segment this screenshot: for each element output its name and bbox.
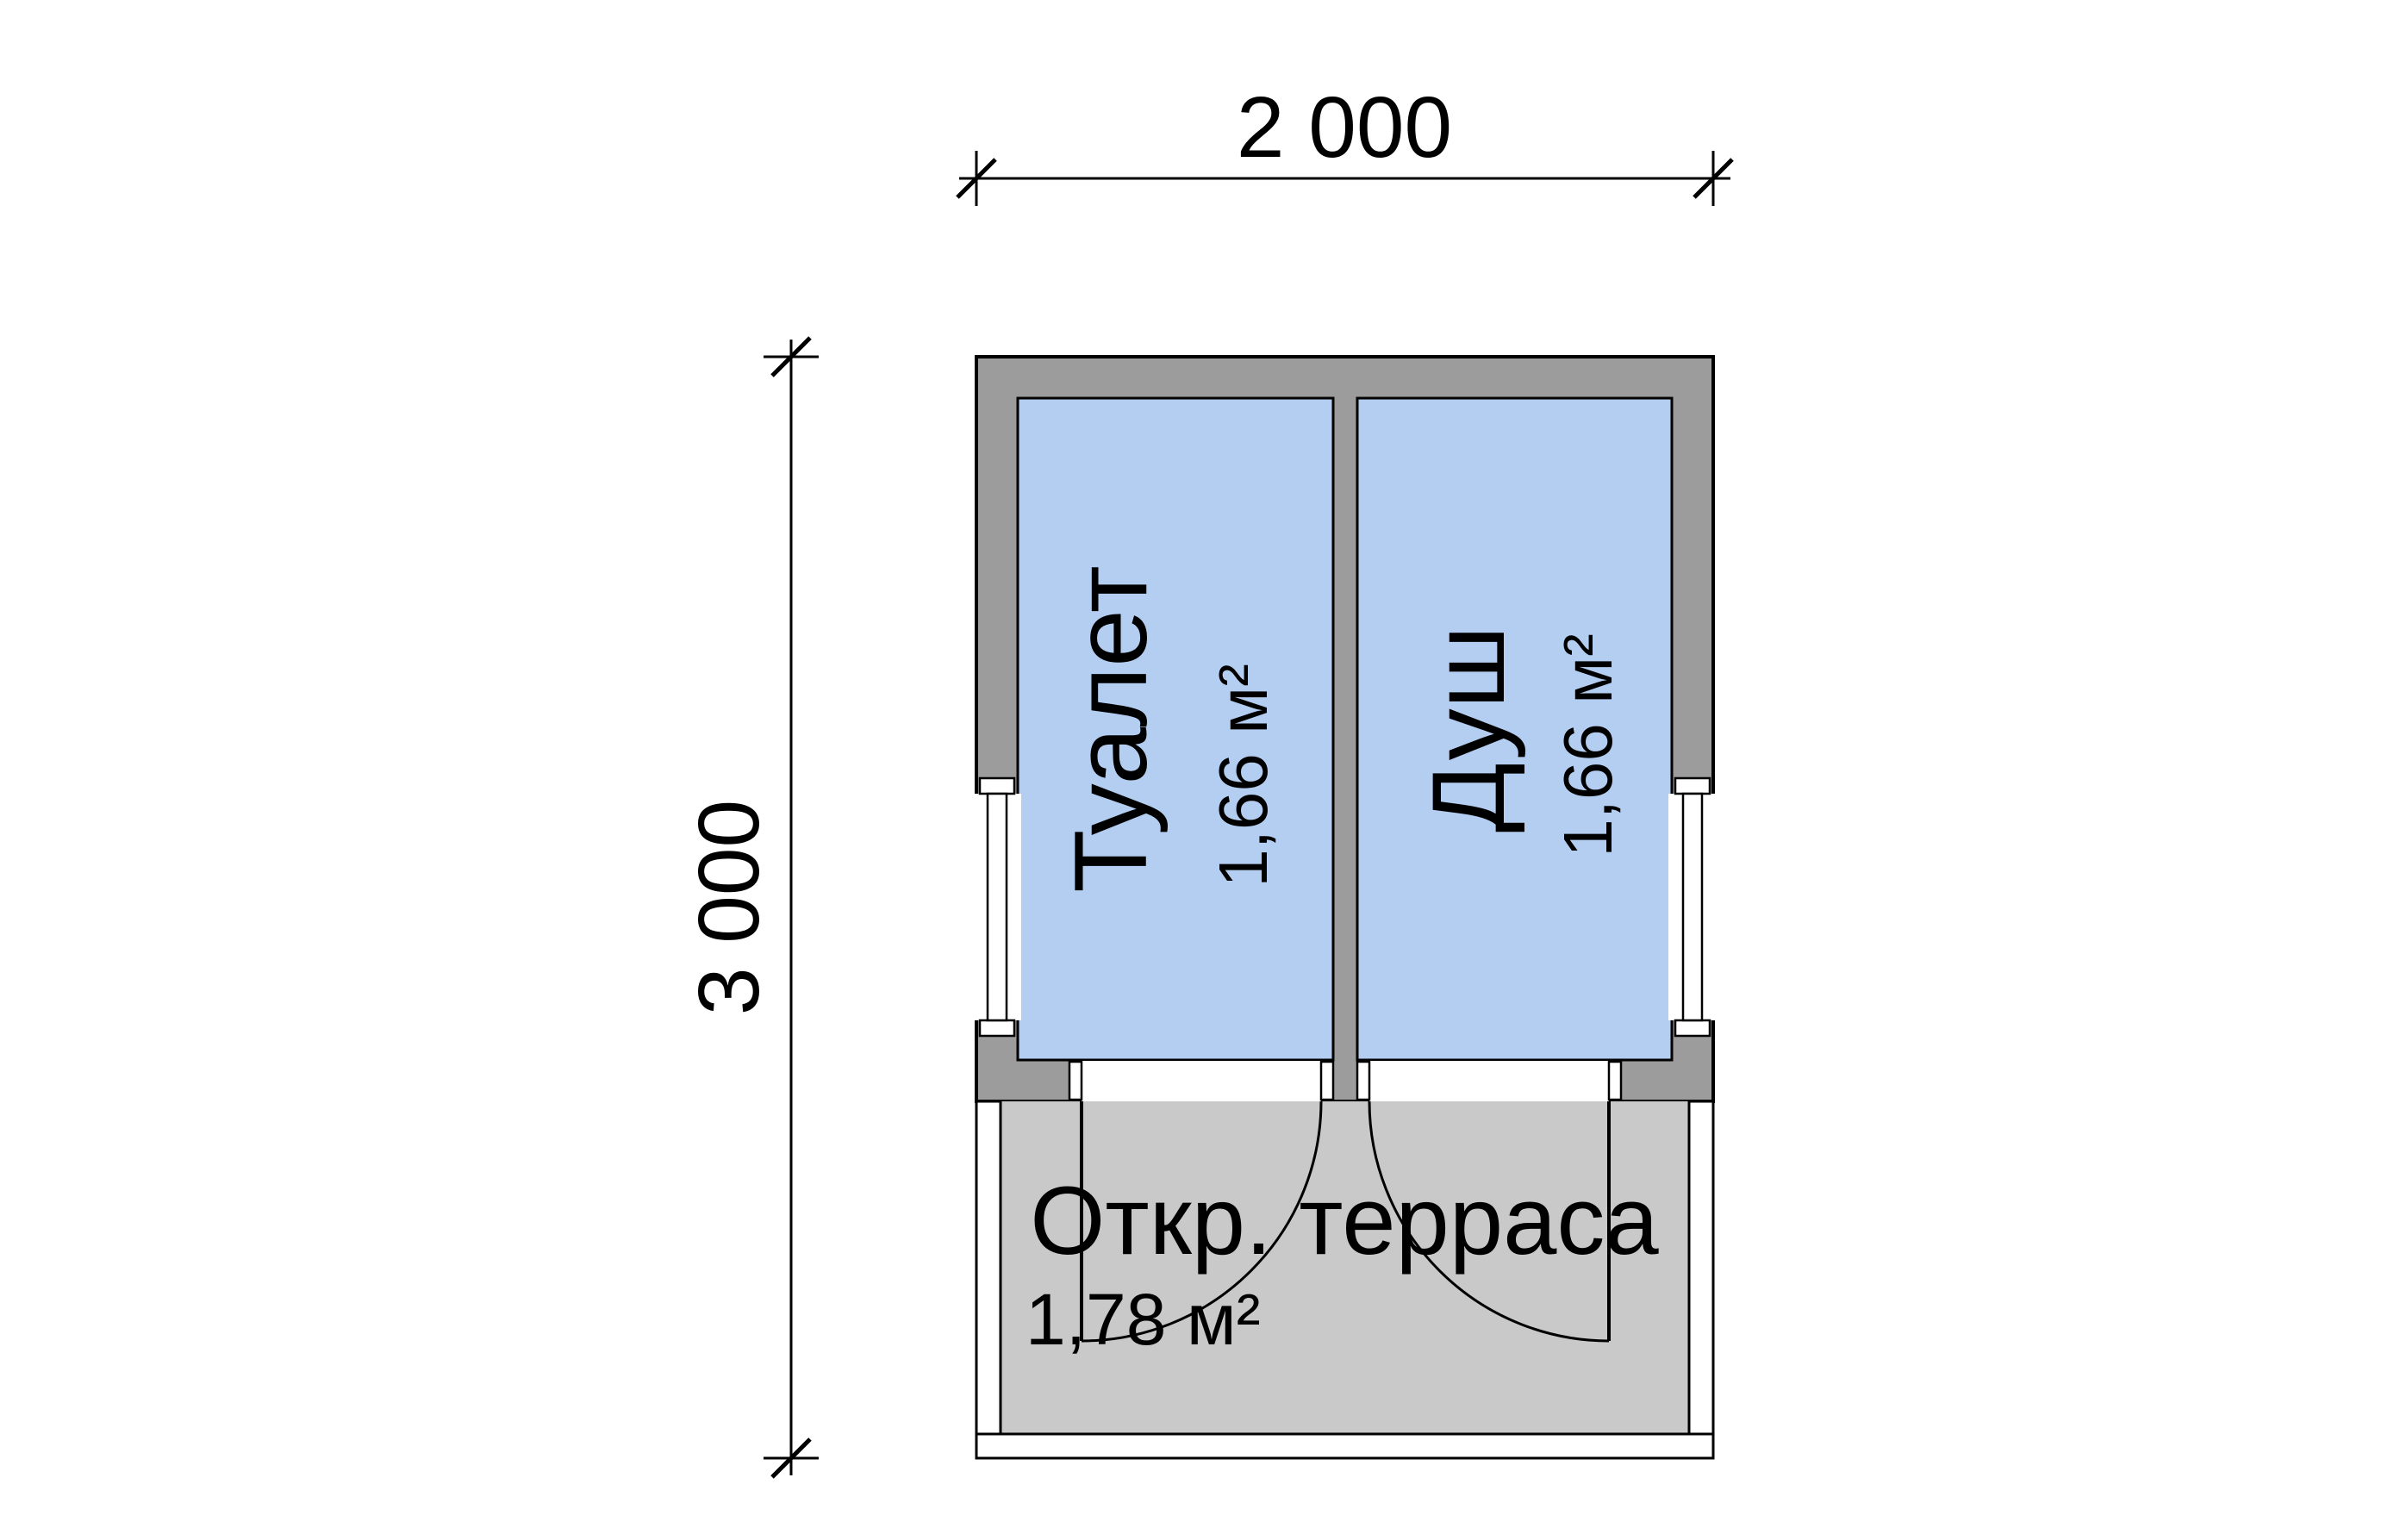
- window-left: [973, 776, 1021, 1038]
- dim-height-slash-top: [770, 336, 812, 377]
- room-terrace-name: Откр. терраса: [1030, 1167, 1659, 1275]
- door-toilet-jamb-right: [1319, 1060, 1335, 1101]
- room-shower-floor: [1356, 396, 1674, 1062]
- room-toilet-area: 1,66 м²: [1205, 664, 1281, 888]
- terrace-block: [975, 1100, 1715, 1460]
- door-toilet-gap: [1082, 1061, 1321, 1104]
- door-toilet-arc: [1081, 1100, 1323, 1343]
- dimension-height: 3 000: [681, 336, 819, 1479]
- terrace-wall-right: [1687, 1100, 1715, 1460]
- door-openings: [1068, 1060, 1623, 1104]
- window-left-glazing: [986, 792, 1008, 1022]
- dim-height-label: 3 000: [681, 800, 777, 1015]
- room-shower-name: Душ: [1411, 626, 1526, 832]
- room-toilet-floor: [1016, 396, 1335, 1062]
- room-labels: Туалет 1,66 м² Душ 1,66 м² Откр. терраса…: [1026, 565, 1659, 1360]
- room-terrace-area: 1,78 м²: [1026, 1279, 1261, 1360]
- terrace-wall-bottom: [975, 1432, 1715, 1460]
- door-swings: [1080, 1100, 1611, 1343]
- window-right-cap-bottom: [1674, 1019, 1711, 1038]
- window-left-cap-bottom: [978, 1019, 1016, 1038]
- rooms-block: [975, 355, 1715, 1103]
- dim-width-slash-left: [956, 158, 997, 199]
- terrace-floor: [1001, 1101, 1689, 1434]
- door-shower-jamb-right: [1607, 1060, 1623, 1101]
- door-shower-gap: [1369, 1061, 1609, 1104]
- dimension-width: 2 000: [956, 79, 1734, 206]
- window-right-cap-top: [1674, 776, 1711, 795]
- window-right: [1668, 776, 1717, 1038]
- door-shower-arc: [1368, 1100, 1610, 1343]
- window-left-cap-top: [978, 776, 1016, 795]
- room-shower-area: 1,66 м²: [1549, 633, 1626, 857]
- window-right-glazing: [1681, 792, 1704, 1022]
- room-toilet-name: Туалет: [1053, 565, 1169, 893]
- dim-width-slash-right: [1693, 158, 1734, 199]
- dim-width-label: 2 000: [1237, 79, 1452, 176]
- door-toilet-jamb-left: [1068, 1060, 1083, 1101]
- terrace-wall-left: [975, 1100, 1002, 1460]
- dim-height-slash-bottom: [770, 1437, 812, 1479]
- door-shower-jamb-left: [1356, 1060, 1371, 1101]
